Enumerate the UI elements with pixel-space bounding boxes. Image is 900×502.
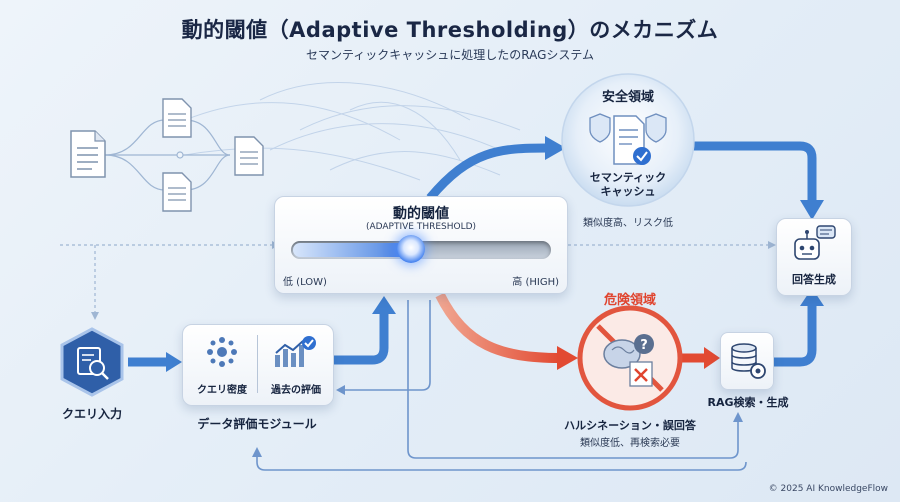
document-icon — [162, 98, 192, 138]
cache-label-line1: セマンティック — [589, 171, 667, 184]
safe-zone-note: 類似度高、リスク低 — [583, 218, 673, 229]
robot-chat-icon — [794, 225, 836, 260]
page-title: 動的閾値（Adaptive Thresholding）のメカニズム — [181, 18, 719, 42]
arrowhead-to-cache — [545, 136, 566, 160]
database-gear-icon — [731, 343, 766, 379]
document-icon — [70, 130, 106, 178]
module-divider — [257, 335, 258, 393]
low-label: 低 (LOW) — [283, 277, 327, 288]
arrowhead-to-rag — [704, 347, 720, 369]
svg-text:?: ? — [640, 338, 648, 353]
slider-fill — [293, 243, 413, 257]
evaluation-module-title: データ評価モジュール — [197, 417, 317, 431]
semantic-cache-icon — [589, 113, 667, 165]
arrowhead-rag-to-answer — [800, 288, 824, 306]
danger-path-arrow — [435, 292, 561, 363]
arrowhead-to-threshold — [372, 296, 396, 314]
threshold-slider[interactable] — [291, 235, 551, 263]
neural-background-lines — [184, 82, 521, 181]
page-subtitle: セマンティックキャッシュに処理したのRAGシステム — [305, 48, 595, 62]
safe-zone-title: 安全領域 — [601, 90, 654, 105]
danger-zone-note: 類似度低、再検索必要 — [580, 438, 680, 449]
document-icon — [162, 172, 192, 212]
danger-zone-title: 危険領域 — [603, 293, 656, 308]
dotted-guides — [60, 244, 770, 315]
query-density-label: クエリ密度 — [197, 385, 247, 396]
feedback-loops — [256, 300, 747, 471]
rag-label: RAG検索・生成 — [707, 396, 789, 409]
arrowhead-to-answer — [800, 200, 824, 220]
threshold-title: 動的閾値 — [393, 206, 449, 222]
document-tree-connectors — [104, 119, 231, 191]
hallucination-brain-icon: ? — [603, 334, 654, 387]
slider-knob[interactable] — [397, 235, 425, 263]
answer-generation-card: 回答生成 — [776, 218, 852, 296]
evaluation-module-card: クエリ密度 過去の評価 — [182, 324, 334, 406]
copyright-notice: © 2025 AI KnowledgeFlow — [768, 484, 888, 494]
safe-path-arrows — [128, 141, 817, 367]
query-input-label: クエリ入力 — [61, 407, 122, 421]
cache-label-line2: キャッシュ — [600, 185, 656, 198]
danger-zone-label: ハルシネーション・誤回答 — [564, 419, 696, 432]
semantic-cache-label: セマンティック キャッシュ — [578, 171, 678, 199]
adaptive-threshold-card: 動的閾値 (ADAPTIVE THRESHOLD) 低 (LOW) 高 (HIG… — [274, 196, 568, 294]
guide-arrowhead-right — [768, 241, 776, 249]
guide-arrowhead-down — [91, 312, 99, 320]
rag-search-card — [720, 332, 774, 390]
high-label: 高 (HIGH) — [512, 277, 559, 288]
history-label: 過去の評価 — [271, 385, 321, 396]
threshold-subtitle: (ADAPTIVE THRESHOLD) — [365, 222, 477, 232]
history-chart-icon — [275, 336, 316, 367]
arrowhead-to-evaluation — [166, 352, 182, 372]
document-icon — [234, 136, 264, 176]
query-input-icon[interactable] — [58, 326, 126, 398]
answer-generation-label: 回答生成 — [792, 273, 836, 286]
query-density-icon — [207, 337, 237, 367]
